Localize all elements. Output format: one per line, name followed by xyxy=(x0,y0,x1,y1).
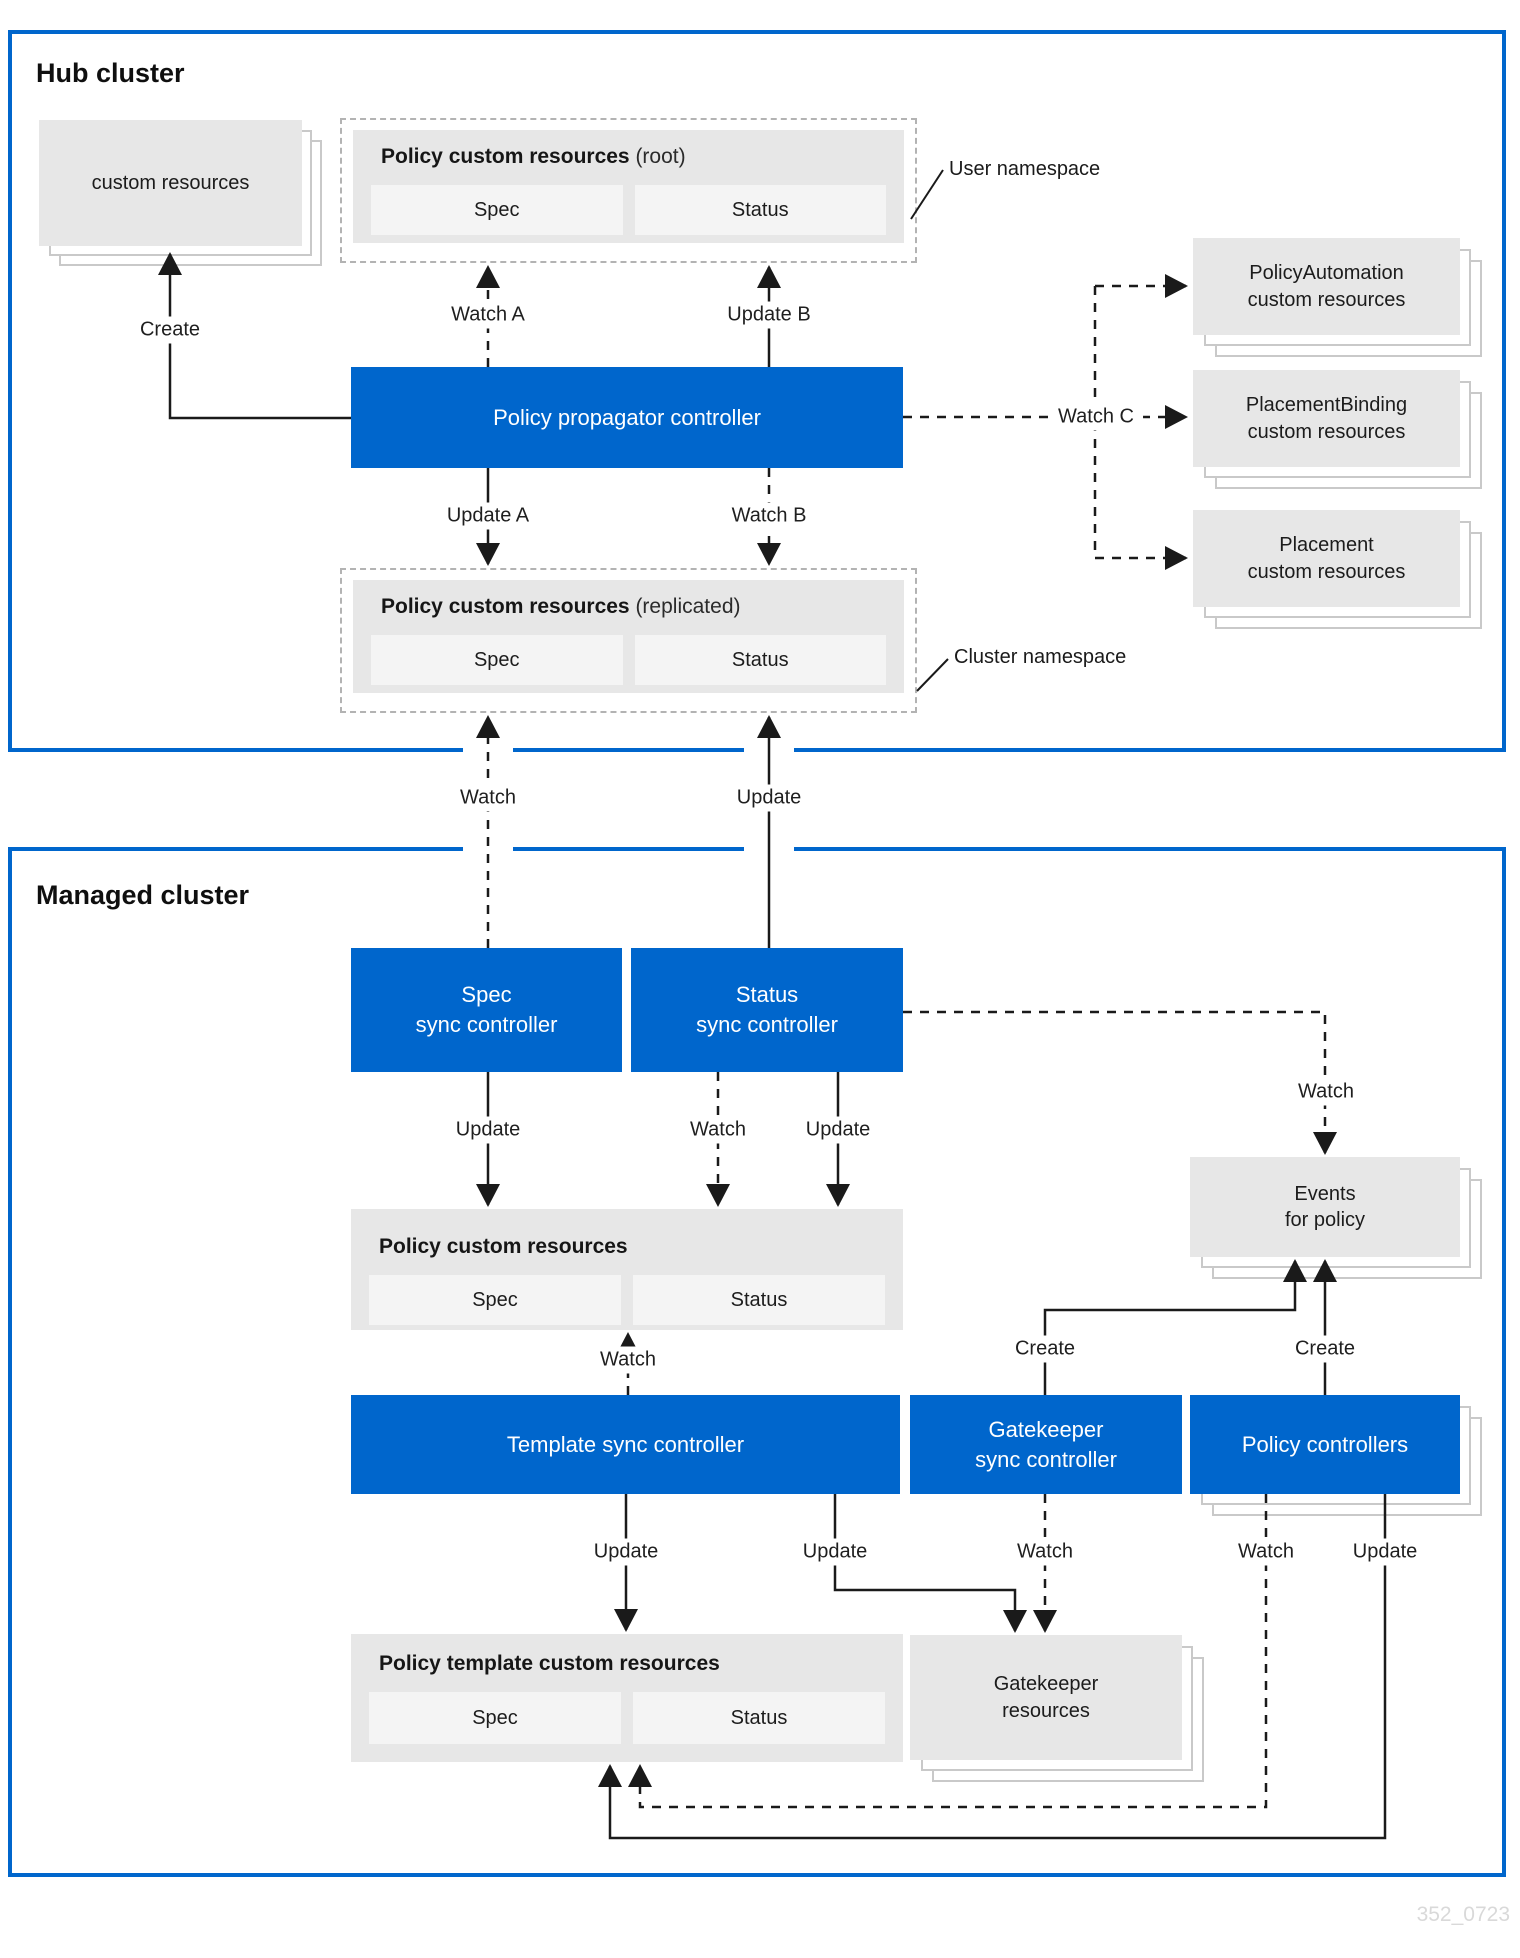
policy-controllers-box: Policy controllers xyxy=(1190,1395,1460,1494)
managed-policy-title: Policy custom resources xyxy=(379,1235,628,1258)
edge-label-watch: Watch xyxy=(1008,1538,1082,1566)
figure-id-watermark: 352_0723 xyxy=(1416,1903,1510,1926)
template-sync-controller: Template sync controller xyxy=(351,1395,900,1494)
edge-label-watch-b: Watch B xyxy=(722,502,816,530)
root-policy-title: Policy custom resources (root) xyxy=(381,145,686,168)
status-cell: Status xyxy=(633,1275,885,1325)
managed-cluster-title: Managed cluster xyxy=(36,880,250,910)
user-namespace-container xyxy=(340,118,917,263)
edge-label-create: Create xyxy=(1005,1335,1085,1363)
edge-label-watch: Watch xyxy=(591,1346,665,1374)
spec-cell: Spec xyxy=(369,1275,621,1325)
cluster-namespace-label: Cluster namespace xyxy=(954,646,1127,668)
cluster-namespace-container xyxy=(340,568,917,713)
edge-label-watch: Watch xyxy=(681,1116,755,1144)
edge-label-watch: Watch xyxy=(1289,1078,1363,1106)
policy-template-box: Policy template custom resources Spec St… xyxy=(351,1634,903,1762)
edge-label-update: Update xyxy=(584,1538,668,1566)
edge-label-update-b: Update B xyxy=(718,301,820,329)
status-cell: Status xyxy=(634,635,886,685)
edge-label-watch-a: Watch A xyxy=(442,301,534,329)
status-cell: Status xyxy=(634,185,886,235)
spec-cell: Spec xyxy=(369,1692,621,1744)
edge-label-update: Update xyxy=(727,784,811,812)
policy-propagator-controller: Policy propagator controller xyxy=(351,367,903,468)
edge-label-update: Update xyxy=(446,1116,530,1144)
custom-resources-label: custom resources xyxy=(91,171,250,194)
edge-label-update-a: Update A xyxy=(437,502,539,530)
hub-cluster-title: Hub cluster xyxy=(36,58,185,88)
edge-label-create: Create xyxy=(1285,1335,1365,1363)
edge-label-watch: Watch xyxy=(451,784,525,812)
edge-label-watch: Watch xyxy=(1229,1538,1303,1566)
replicated-policy-box: Policy custom resources (replicated) Spe… xyxy=(353,580,904,693)
root-policy-box: Policy custom resources (root) Spec Stat… xyxy=(353,130,904,243)
status-cell: Status xyxy=(633,1692,885,1744)
edge-label-create: Create xyxy=(130,316,210,344)
replicated-policy-title: Policy custom resources (replicated) xyxy=(381,595,741,618)
user-namespace-label: User namespace xyxy=(949,158,1101,180)
spec-cell: Spec xyxy=(371,185,623,235)
custom-resources-box: custom resources xyxy=(39,120,302,246)
edge-label-update: Update xyxy=(796,1116,880,1144)
edge-label-update: Update xyxy=(793,1538,877,1566)
edge-label-watch-c: Watch C xyxy=(1049,403,1143,431)
edge-label-update: Update xyxy=(1343,1538,1427,1566)
managed-policy-box: Policy custom resources Spec Status xyxy=(351,1209,903,1330)
spec-cell: Spec xyxy=(371,635,623,685)
policy-template-title: Policy template custom resources xyxy=(379,1652,720,1675)
